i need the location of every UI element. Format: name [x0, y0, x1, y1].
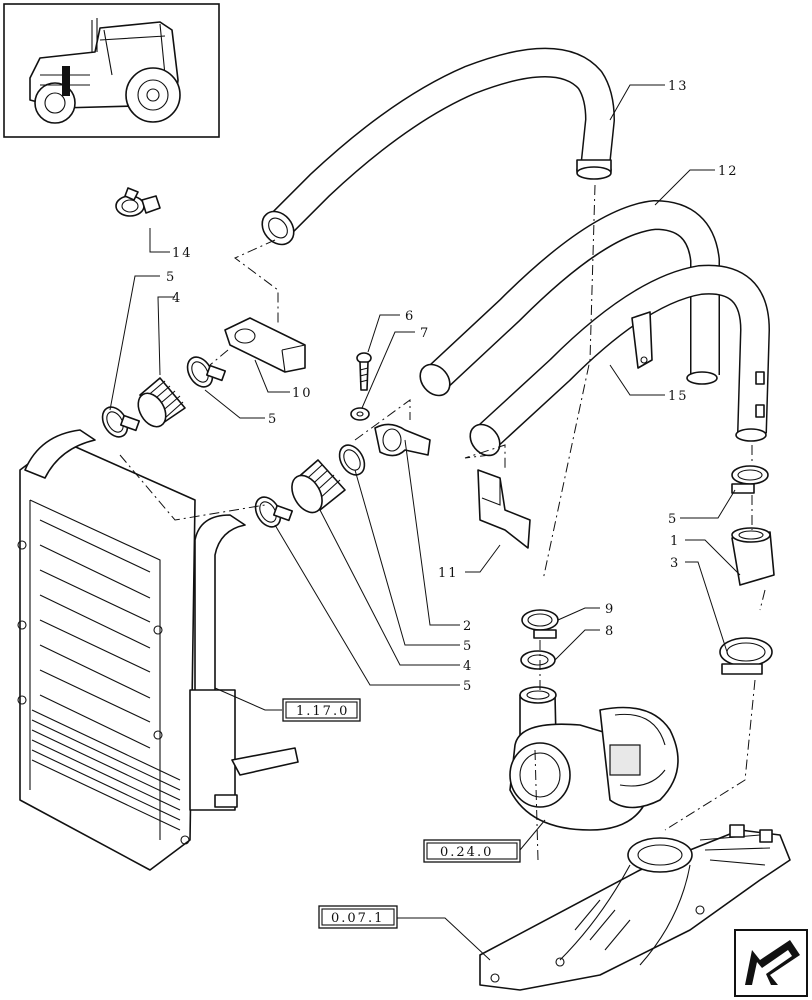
intake-manifold[interactable] [479, 824, 791, 991]
callout-8[interactable]: 8 [605, 624, 615, 639]
callout-5-d[interactable]: 5 [463, 639, 473, 654]
clamp-5-upper-left[interactable] [97, 403, 141, 442]
clamp-5-lower-left[interactable] [250, 493, 294, 532]
callout-11[interactable]: 11 [438, 566, 459, 581]
pipe-12[interactable] [414, 200, 720, 401]
callout-labels: 13 12 14 5 4 10 5 6 7 15 11 5 1 3 9 8 2 … [166, 79, 739, 694]
callout-2[interactable]: 2 [463, 619, 473, 634]
callout-4-b[interactable]: 4 [463, 659, 473, 674]
clamp-3[interactable] [719, 637, 773, 675]
bracket-10[interactable] [224, 317, 306, 373]
callout-1[interactable]: 1 [670, 534, 680, 549]
ref-turbo[interactable]: 0.24.0 [423, 839, 521, 863]
sleeve-1[interactable] [731, 527, 775, 586]
shield-11[interactable] [477, 469, 531, 549]
callout-12[interactable]: 12 [718, 164, 739, 179]
ref-manifold[interactable]: 0.07.1 [318, 905, 398, 929]
callout-9[interactable]: 9 [605, 602, 615, 617]
callout-5-a[interactable]: 5 [166, 270, 176, 285]
clamp-5-lower-right[interactable] [334, 441, 369, 480]
tractor-icon [29, 18, 181, 124]
clamp-14[interactable] [115, 187, 161, 217]
bellow-4-lower[interactable] [286, 459, 346, 518]
callout-5-c[interactable]: 5 [668, 512, 678, 527]
callout-13[interactable]: 13 [668, 79, 689, 94]
callout-5-b[interactable]: 5 [268, 412, 278, 427]
assembly-lines [119, 184, 766, 861]
tractor-thumbnail[interactable] [3, 3, 220, 138]
bellow-4-upper[interactable] [133, 377, 186, 432]
callout-10[interactable]: 10 [292, 386, 313, 401]
callout-4-a[interactable]: 4 [172, 291, 182, 306]
callout-3[interactable]: 3 [670, 556, 680, 571]
washer-7[interactable] [350, 407, 370, 421]
pipe-13[interactable] [256, 47, 615, 251]
callout-15[interactable]: 15 [668, 389, 689, 404]
pipe-15[interactable] [464, 264, 770, 462]
turbocharger[interactable] [509, 686, 679, 831]
callout-7[interactable]: 7 [420, 326, 430, 341]
clamp-9[interactable] [521, 609, 559, 639]
svg-text:0.07.1: 0.07.1 [331, 911, 384, 926]
nav-arrow-button[interactable] [734, 929, 808, 997]
radiator-assembly[interactable] [17, 429, 299, 871]
svg-text:0.24.0: 0.24.0 [440, 845, 493, 860]
callout-5-e[interactable]: 5 [463, 679, 473, 694]
leader-lines [109, 84, 741, 961]
bracket-2[interactable] [374, 423, 431, 457]
washer-8[interactable] [520, 650, 556, 670]
bolt-6[interactable] [356, 352, 372, 391]
ref-radiator[interactable]: 1.17.0 [282, 698, 361, 722]
clamp-5-right[interactable] [731, 465, 769, 494]
arrow-down-left-icon [745, 940, 800, 985]
callout-6[interactable]: 6 [405, 309, 415, 324]
svg-text:1.17.0: 1.17.0 [296, 704, 349, 719]
clamp-5-upper-right[interactable] [182, 353, 227, 392]
callout-14[interactable]: 14 [172, 246, 193, 261]
